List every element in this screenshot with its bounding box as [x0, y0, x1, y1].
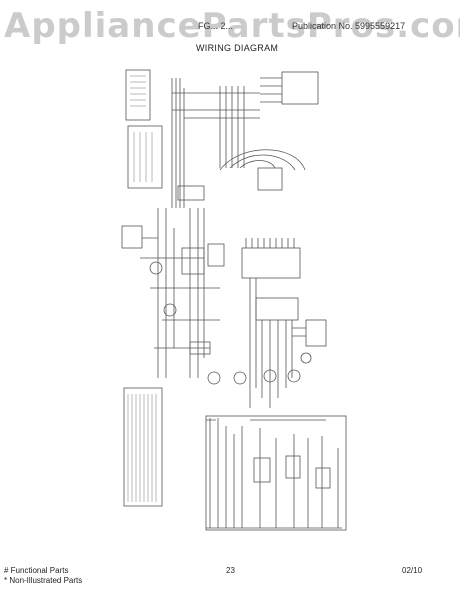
connector-box-right	[305, 319, 327, 347]
connector-pins-left	[133, 132, 153, 182]
motor-symbol-5	[263, 369, 277, 383]
publication-number: Publication No. 5995559217	[292, 21, 406, 31]
schematic-frame-bottom	[205, 415, 347, 531]
control-board-main	[241, 247, 301, 279]
motor-symbol-3	[207, 371, 221, 385]
schematic-bottom	[206, 418, 342, 529]
page-number: 23	[226, 566, 235, 575]
motor-symbol-6	[287, 369, 301, 383]
legend-lines	[127, 394, 157, 502]
connector-box-top-left	[125, 69, 151, 121]
connector-box-top-right	[281, 71, 319, 105]
switch-box-upper	[177, 185, 205, 201]
schematic-box-a	[253, 457, 271, 483]
watermark-logo: AppliancePartsPros.com	[4, 6, 460, 46]
model-code: FG... 2...	[198, 21, 234, 31]
wire-bundle-top	[171, 78, 245, 208]
relay-box-mid	[181, 247, 205, 275]
wire-bundle-mid	[157, 208, 205, 378]
component-box-left	[127, 125, 163, 189]
connector-plug-left	[189, 341, 211, 355]
motor-symbol-7	[300, 352, 312, 364]
motor-symbol-1	[149, 261, 163, 275]
wiring-diagram	[121, 69, 347, 531]
wire-curves-center	[219, 149, 306, 171]
terminal-block-center	[257, 167, 283, 191]
footer-functional-parts: # Functional Parts	[4, 566, 69, 575]
component-box-mid-left	[121, 225, 143, 249]
publication-date: 02/10	[402, 566, 423, 575]
legend-box	[123, 387, 163, 507]
connector-pins-top-left	[130, 75, 146, 107]
wire-bundle-board	[249, 278, 293, 408]
terminal-board-lower	[255, 297, 299, 321]
motor-symbol-2	[163, 303, 177, 317]
footer-non-illustrated-parts: * Non-Illustrated Parts	[4, 576, 83, 585]
schematic-box-c	[315, 467, 331, 489]
relay-box-mid-2	[207, 243, 225, 267]
schematic-box-b	[285, 455, 301, 479]
page-title: WIRING DIAGRAM	[196, 43, 279, 53]
motor-symbol-4	[233, 371, 247, 385]
wire-horizontal-top	[172, 92, 260, 119]
